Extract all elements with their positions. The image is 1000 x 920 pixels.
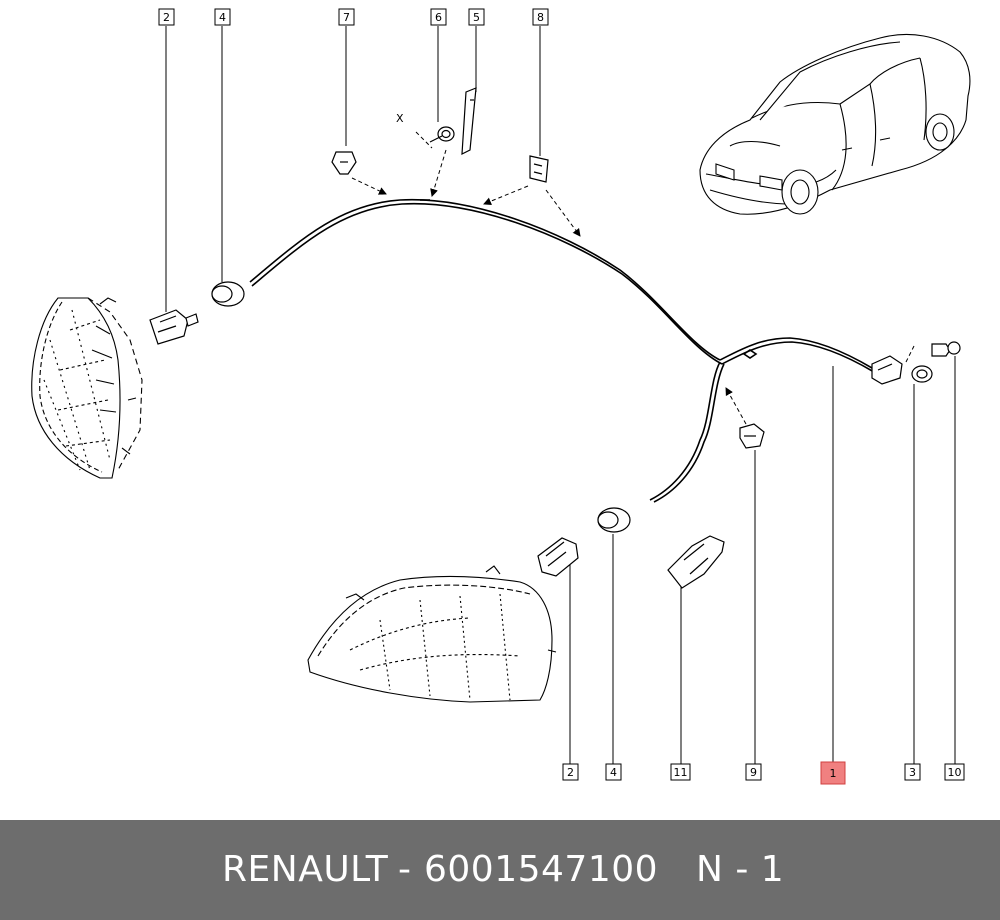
callout-box <box>430 8 447 26</box>
callout-number: 2 <box>163 11 170 24</box>
callout-box <box>562 763 579 781</box>
callout-box <box>605 763 622 781</box>
callout-box <box>338 8 355 26</box>
callout-bot-1: 1 <box>820 761 846 785</box>
small-parts-top <box>331 87 549 183</box>
callout-number: 6 <box>435 11 442 24</box>
callout-labels: 2 4 7 6 5 8 2 4 11 9 1 3 10 <box>158 8 965 785</box>
callout-number: 5 <box>473 11 480 24</box>
callout-box <box>158 8 175 26</box>
callout-number: 3 <box>909 766 916 779</box>
dashed-arrows <box>351 131 915 425</box>
callout-box <box>214 8 231 26</box>
brand-name: RENAULT <box>222 849 389 890</box>
callout-box <box>670 763 691 781</box>
callout-top-7: 7 <box>338 8 355 26</box>
callout-number: 4 <box>610 766 617 779</box>
separator: - <box>398 849 412 890</box>
callout-number: 2 <box>567 766 574 779</box>
leader-lines <box>165 26 956 764</box>
callout-box <box>904 763 921 781</box>
parts-diagram: X <box>31 8 971 785</box>
detail-mark: X <box>396 112 404 125</box>
car-illustration <box>699 33 971 215</box>
callout-number: 10 <box>948 766 962 779</box>
connector-group-right <box>871 341 961 385</box>
callout-number: 9 <box>750 766 757 779</box>
callout-top-5: 5 <box>468 8 485 26</box>
callout-bot-3: 3 <box>904 763 921 781</box>
headlamp-left <box>31 297 143 479</box>
callout-number: 1 <box>830 767 837 780</box>
position-code: N - 1 <box>696 849 785 890</box>
callout-bot-11: 11 <box>670 763 691 781</box>
connector-group-bottom <box>537 507 631 577</box>
callout-number: 7 <box>343 11 350 24</box>
callout-box <box>944 763 965 781</box>
callout-number: 8 <box>537 11 544 24</box>
socket-part <box>739 423 765 449</box>
callout-top-8: 8 <box>532 8 549 26</box>
connector-group-left <box>149 281 245 345</box>
callout-top-2: 2 <box>158 8 175 26</box>
diagram-canvas: X <box>31 8 971 785</box>
headlamp-bottom <box>307 565 557 703</box>
callout-number: 11 <box>674 766 688 779</box>
callout-bot-4: 4 <box>605 763 622 781</box>
callout-bot-2: 2 <box>562 763 579 781</box>
callout-bot-9: 9 <box>745 763 762 781</box>
callout-number: 4 <box>219 11 226 24</box>
callout-top-6: 6 <box>430 8 447 26</box>
callout-bot-10: 10 <box>944 763 965 781</box>
callout-top-4: 4 <box>214 8 231 26</box>
callout-box <box>820 761 846 785</box>
callout-box <box>468 8 485 26</box>
holder-part <box>667 535 725 589</box>
part-number: 6001547100 <box>424 849 659 890</box>
wiring-harness <box>249 198 875 503</box>
callout-box <box>745 763 762 781</box>
callout-box <box>532 8 549 26</box>
footer-bar: RENAULT - 6001547100 N - 1 <box>0 820 1000 920</box>
